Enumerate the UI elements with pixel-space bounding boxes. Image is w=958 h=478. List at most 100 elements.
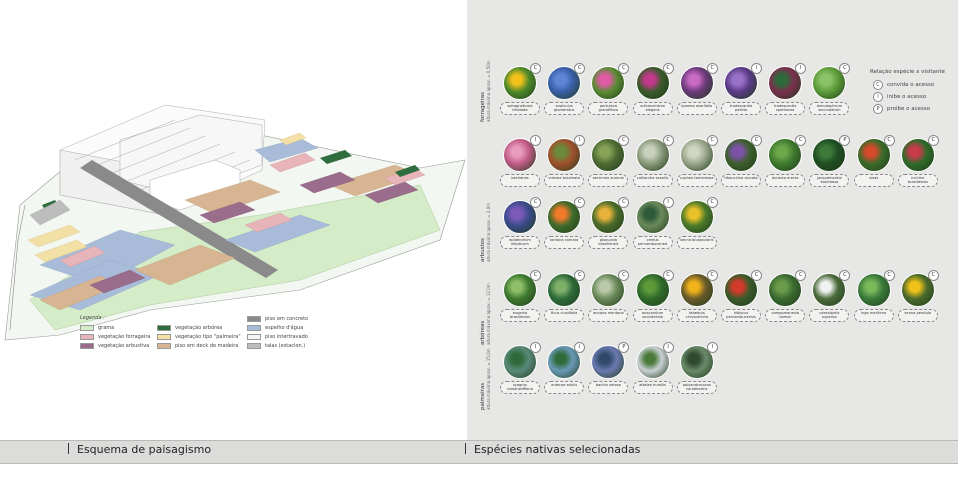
access-badge: I bbox=[574, 342, 586, 353]
relation-label: proíbe o acesso bbox=[887, 106, 931, 112]
legend-item: piso em concreto bbox=[247, 316, 308, 322]
species-name: calliandra sessilis bbox=[632, 174, 673, 187]
species-name: syagrus romanzoffiana bbox=[500, 381, 540, 394]
species-name: anacardium occidentale bbox=[632, 309, 673, 322]
group-subtitle: altura máxima aprox. = 2,0m bbox=[486, 202, 491, 262]
legend-swatch bbox=[247, 316, 261, 322]
palm-strips bbox=[27, 132, 307, 263]
access-badge: I bbox=[706, 342, 718, 353]
legend-swatch bbox=[80, 334, 94, 340]
access-badge: C bbox=[574, 197, 586, 208]
concrete-path bbox=[80, 160, 278, 278]
legend-item: vegetação arbustiva bbox=[80, 343, 149, 349]
species-name: inchine brasiliensis bbox=[897, 174, 938, 187]
access-badge: C bbox=[795, 135, 807, 146]
species-name: cereus pernambucensis bbox=[632, 236, 673, 249]
access-badge: P bbox=[618, 342, 630, 353]
species-photo bbox=[856, 138, 891, 172]
species-name: campomanesia dumar bbox=[765, 309, 806, 322]
species-photo bbox=[591, 66, 626, 100]
relation-badge: P bbox=[873, 104, 883, 114]
species-name: sinas bbox=[853, 174, 894, 187]
species-name: eugenia brasiliensis bbox=[500, 309, 540, 322]
species-name: tabebuia chrysotricha bbox=[676, 309, 717, 322]
legend-label: piso em concreto bbox=[265, 316, 309, 322]
species-photo bbox=[635, 273, 670, 307]
legend-label: vegetação arbórea bbox=[175, 325, 223, 331]
access-badge: C bbox=[927, 135, 939, 146]
legend-swatch bbox=[157, 334, 171, 340]
legend-swatch bbox=[247, 325, 261, 331]
species-name: bechenes bbox=[500, 174, 540, 187]
species-photo bbox=[679, 345, 714, 379]
access-badge: C bbox=[883, 135, 895, 146]
species-name: senna pendula bbox=[897, 309, 938, 322]
legend-item: piso em deck de madeira bbox=[157, 343, 238, 349]
access-badge: C bbox=[706, 63, 718, 74]
species-name: cuphea tomentosa bbox=[676, 174, 717, 187]
access-badge: C bbox=[839, 63, 851, 74]
access-badge: C bbox=[751, 270, 762, 281]
species-photo bbox=[724, 138, 758, 172]
species-name: senna bicapsularis bbox=[676, 236, 717, 249]
forage-beds bbox=[59, 152, 426, 268]
legend-label: piso intertravado bbox=[265, 334, 308, 340]
group-subtitle: altura máxima aprox. = 0,50m bbox=[486, 60, 491, 122]
legend-label: espelho d'água bbox=[265, 325, 304, 331]
legend-label: vegetação arbustiva bbox=[98, 343, 150, 349]
access-badge: P bbox=[839, 135, 851, 146]
caption-left-text: Esquema de paisagismo bbox=[77, 443, 212, 456]
species-name: portulaca grandiflora bbox=[588, 102, 629, 115]
access-badge: C bbox=[751, 135, 762, 146]
site-edge bbox=[9, 204, 26, 331]
species-name: polyandrococos caudescens bbox=[676, 381, 717, 394]
species-name: caesalpinia superba bbox=[809, 309, 850, 322]
access-badge: C bbox=[706, 270, 718, 281]
species-name: tradescantia pallida bbox=[721, 102, 761, 115]
access-badge: C bbox=[927, 270, 939, 281]
species-name: ficus clusiifolia bbox=[544, 309, 585, 322]
landscape-axonometric-drawing bbox=[4, 104, 466, 341]
access-badge: C bbox=[662, 63, 674, 74]
group-subtitle: altura máxima aprox. = 12,0m bbox=[486, 283, 491, 345]
species-name: ipomea asarifolia bbox=[676, 102, 717, 115]
species-name: epidendrum ellipticum bbox=[500, 236, 540, 249]
legend-swatch bbox=[80, 325, 94, 331]
group-subtitle: altura máxima aprox. = 15,0m bbox=[486, 348, 491, 410]
caption-bar: Esquema de paisagismo Espécies nativas s… bbox=[0, 440, 958, 464]
shrub-beds bbox=[89, 171, 419, 294]
access-badge: I bbox=[574, 135, 586, 146]
access-badge: C bbox=[618, 63, 630, 74]
species-name: vriesea bracteata bbox=[544, 174, 585, 187]
species-name: hibiscus pernambucensis bbox=[721, 309, 761, 322]
access-badge: I bbox=[662, 197, 674, 208]
caption-right-text: Espécies nativas selecionadas bbox=[474, 443, 641, 456]
species-photo bbox=[679, 66, 714, 100]
